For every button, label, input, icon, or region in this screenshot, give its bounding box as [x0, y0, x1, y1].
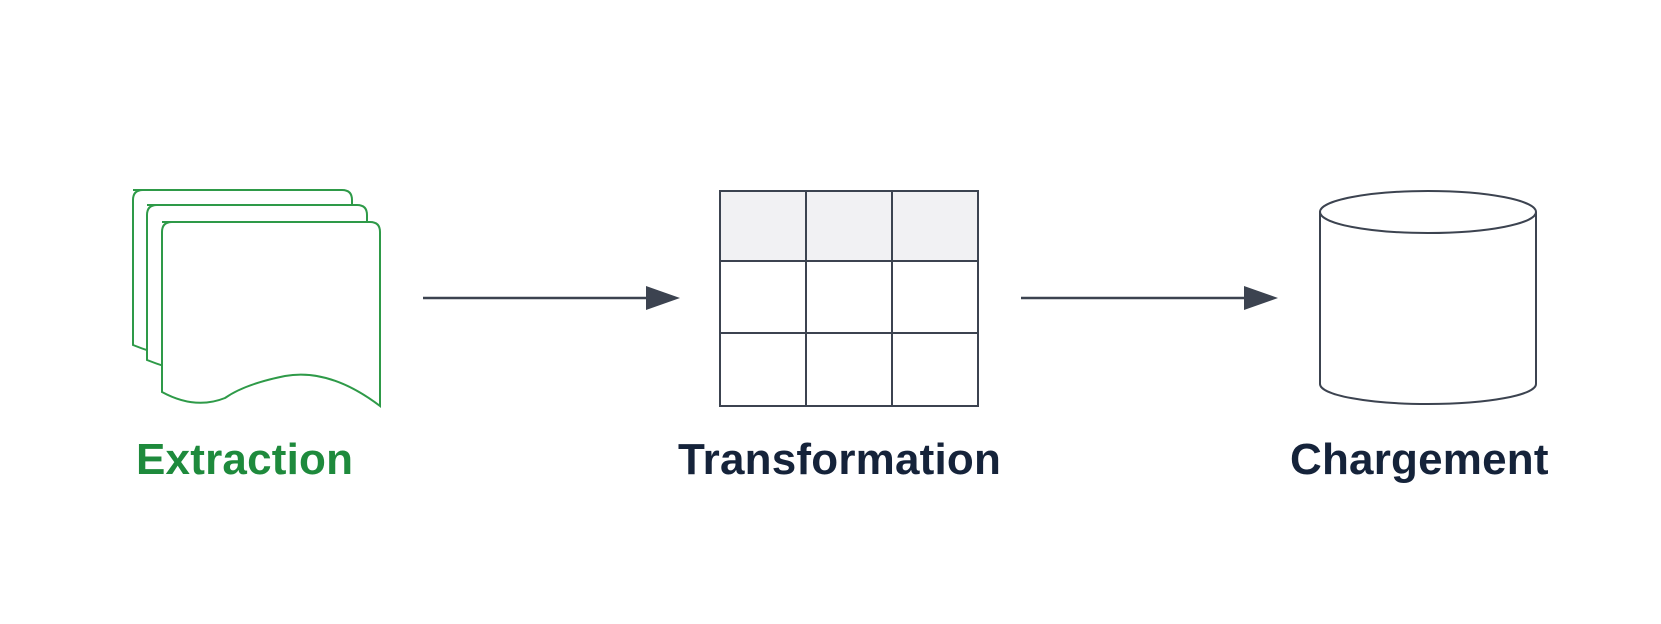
- stage-label-chargement: Chargement: [1290, 435, 1549, 484]
- stage-label-transformation: Transformation: [678, 435, 1002, 484]
- stage-label-extraction: Extraction: [136, 435, 354, 484]
